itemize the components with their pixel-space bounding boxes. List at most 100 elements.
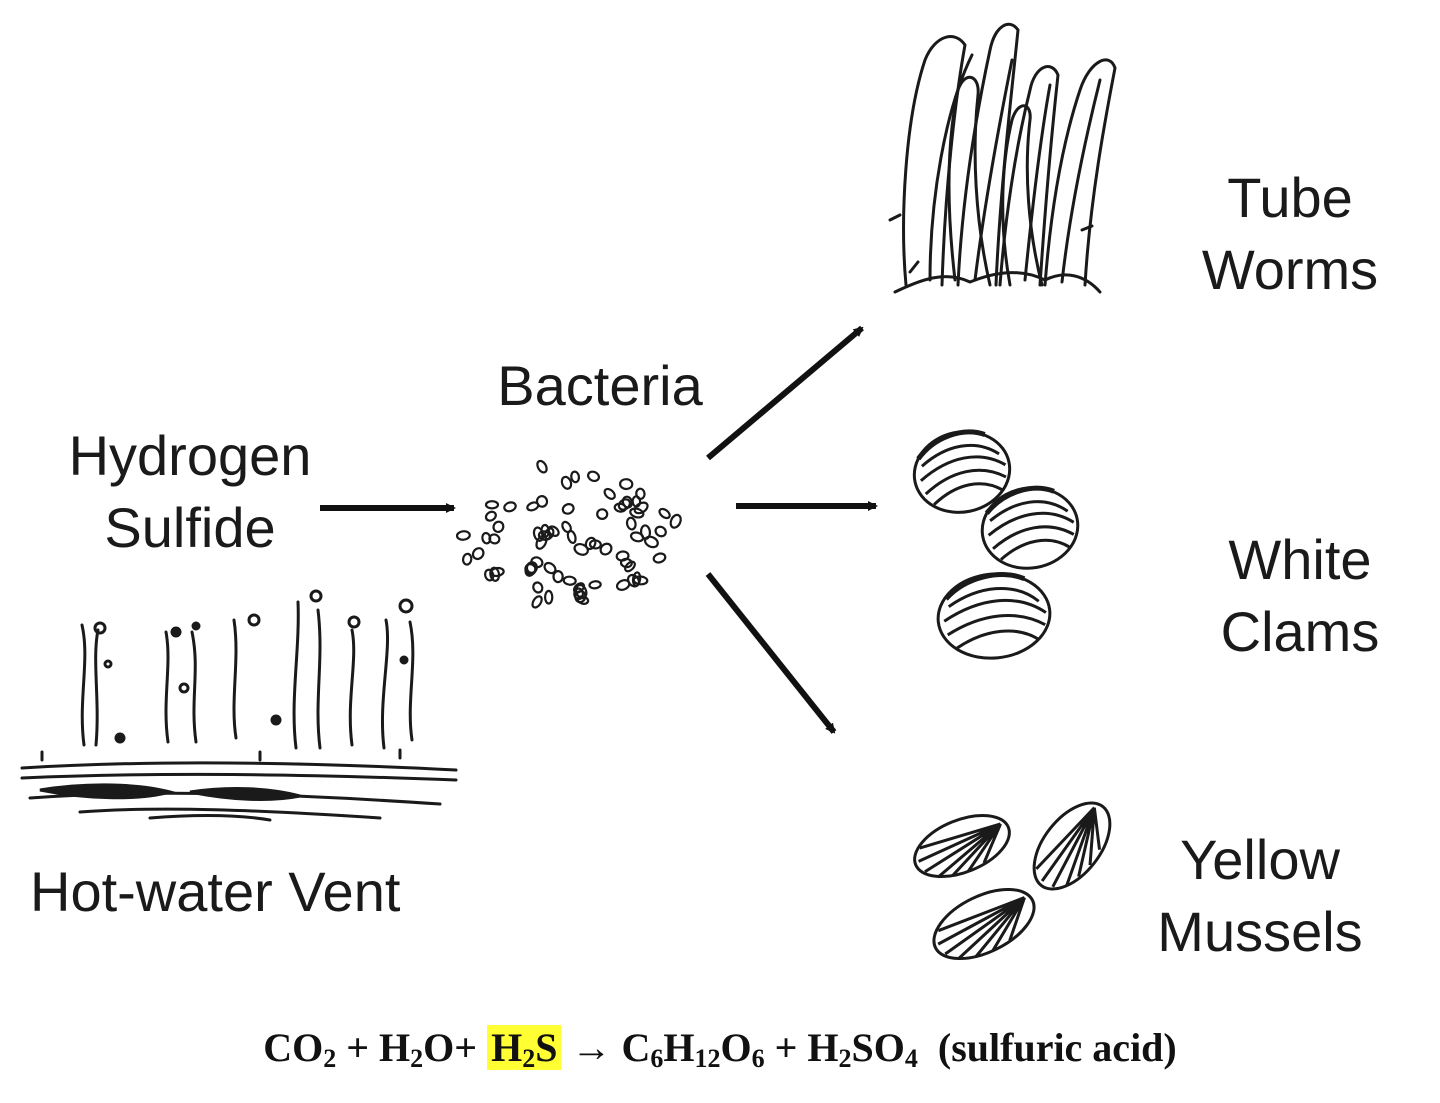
bacterium bbox=[652, 552, 667, 564]
eq-arrow: → bbox=[571, 1025, 612, 1070]
bacterium bbox=[613, 502, 627, 513]
bacterium bbox=[543, 589, 554, 605]
label-hot-water-vent: Hot-water Vent bbox=[30, 860, 401, 923]
hot-water-vent-illustration bbox=[20, 589, 458, 822]
label-yellow-mussels: Yellow Mussels bbox=[1130, 824, 1390, 968]
label-tube-worms-line1: Tube bbox=[1227, 166, 1353, 229]
bacterium bbox=[586, 470, 601, 483]
label-tube-worms: Tube Worms bbox=[1180, 162, 1400, 306]
label-yellow-mussels-line2: Mussels bbox=[1157, 900, 1363, 963]
eq-co2-sub: 2 bbox=[323, 1044, 337, 1073]
bacterium bbox=[624, 560, 636, 573]
bacterium bbox=[484, 510, 497, 522]
bacterium bbox=[552, 570, 564, 584]
bacterium bbox=[471, 547, 485, 561]
bacterium bbox=[461, 552, 473, 566]
bacterium bbox=[455, 530, 471, 541]
eq-h2s-sub: 2 bbox=[522, 1044, 536, 1073]
bacterium bbox=[543, 527, 555, 541]
bacterium bbox=[526, 501, 540, 512]
eq-gluc-h: H bbox=[663, 1025, 695, 1070]
eq-acid-so: SO bbox=[851, 1025, 905, 1070]
eq-acid-h-sub: 2 bbox=[838, 1044, 852, 1073]
bacterium bbox=[584, 536, 597, 551]
label-hydrogen-sulfide: Hydrogen Sulfide bbox=[40, 420, 340, 564]
bacterium bbox=[484, 500, 500, 510]
bacterium bbox=[588, 580, 602, 590]
bacterium bbox=[654, 525, 667, 538]
bacterium bbox=[626, 573, 641, 588]
bacterium bbox=[603, 487, 616, 500]
arrow-bacteria-to-tube-worms bbox=[706, 325, 864, 461]
eq-gluc-h-sub: 12 bbox=[694, 1044, 721, 1073]
eq-gluc-o-sub: 6 bbox=[751, 1044, 765, 1073]
bacterium bbox=[532, 581, 544, 594]
bacteria-cluster-illustration bbox=[455, 459, 682, 609]
eq-gluc-o: O bbox=[720, 1025, 752, 1070]
eq-h2o-h: H bbox=[379, 1025, 411, 1070]
flow-arrows bbox=[320, 325, 878, 734]
eq-acid-h: H bbox=[807, 1025, 839, 1070]
label-tube-worms-line2: Worms bbox=[1201, 238, 1379, 301]
arrow-bacteria-to-yellow-mussels bbox=[705, 572, 837, 734]
bacterium bbox=[596, 508, 609, 521]
bacterium bbox=[543, 561, 557, 575]
bacterium bbox=[540, 523, 550, 538]
bacterium bbox=[631, 495, 642, 508]
white-clams-illustration bbox=[912, 429, 1080, 660]
eq-h2s-s: S bbox=[535, 1025, 558, 1070]
bacterium bbox=[561, 520, 572, 534]
bacterium bbox=[599, 542, 613, 556]
eq-co2: CO2 bbox=[263, 1025, 337, 1073]
label-yellow-mussels-line1: Yellow bbox=[1180, 828, 1340, 891]
bacterium bbox=[615, 550, 630, 562]
bacterium bbox=[619, 478, 634, 491]
eq-h2o-o: O+ bbox=[423, 1025, 478, 1070]
bacterium bbox=[658, 507, 671, 520]
label-white-clams: White Clams bbox=[1190, 524, 1410, 668]
eq-h2o-sub: 2 bbox=[410, 1044, 424, 1073]
eq-sulfuric-acid-formula: H2SO4 bbox=[807, 1025, 918, 1073]
label-white-clams-line2: Clams bbox=[1220, 600, 1380, 663]
eq-acid-so-sub: 4 bbox=[904, 1044, 918, 1073]
bacterium bbox=[503, 501, 517, 513]
eq-h2s-highlighted: H2S bbox=[487, 1025, 562, 1073]
bacterium bbox=[488, 533, 501, 545]
bacterium bbox=[570, 470, 581, 484]
bacterium bbox=[574, 583, 588, 600]
bacterium bbox=[492, 520, 505, 534]
tube-worms-illustration bbox=[888, 22, 1117, 294]
bacterium bbox=[531, 595, 543, 609]
label-white-clams-line1: White bbox=[1228, 528, 1372, 591]
eq-gluc-c: C bbox=[621, 1025, 651, 1070]
yellow-mussels-illustration bbox=[913, 801, 1112, 961]
bacterium bbox=[635, 487, 646, 500]
bacterium bbox=[524, 561, 537, 577]
bacterium bbox=[489, 566, 501, 582]
bacterium bbox=[617, 498, 632, 511]
label-bacteria: Bacteria bbox=[497, 354, 703, 417]
bacterium bbox=[562, 575, 577, 586]
eq-sulfuric-acid-name: (sulfuric acid) bbox=[937, 1025, 1177, 1070]
bacterium bbox=[536, 459, 548, 474]
bacterium bbox=[669, 513, 682, 529]
eq-plus-2: + bbox=[774, 1025, 798, 1070]
bacterium bbox=[573, 542, 589, 556]
eq-h2o: H2O+ bbox=[379, 1025, 478, 1073]
bacterium bbox=[625, 516, 637, 531]
bacterium bbox=[629, 507, 645, 519]
eq-co2-base: CO bbox=[263, 1025, 324, 1070]
bacterium bbox=[561, 503, 575, 515]
chemosynthesis-equation: CO2+H2O+H2S→C6H12O6+H2SO4(sulfuric acid) bbox=[0, 1018, 1440, 1078]
bacterium bbox=[588, 539, 602, 550]
bacterium bbox=[643, 535, 659, 549]
eq-gluc-c-sub: 6 bbox=[650, 1044, 664, 1073]
bacterium bbox=[483, 568, 495, 582]
eq-glucose: C6H12O6 bbox=[621, 1025, 765, 1073]
bacterium bbox=[532, 526, 545, 542]
eq-h2s-h: H bbox=[491, 1025, 523, 1070]
label-hydrogen-sulfide-line1: Hydrogen bbox=[68, 424, 312, 487]
label-hydrogen-sulfide-line2: Sulfide bbox=[104, 496, 276, 559]
